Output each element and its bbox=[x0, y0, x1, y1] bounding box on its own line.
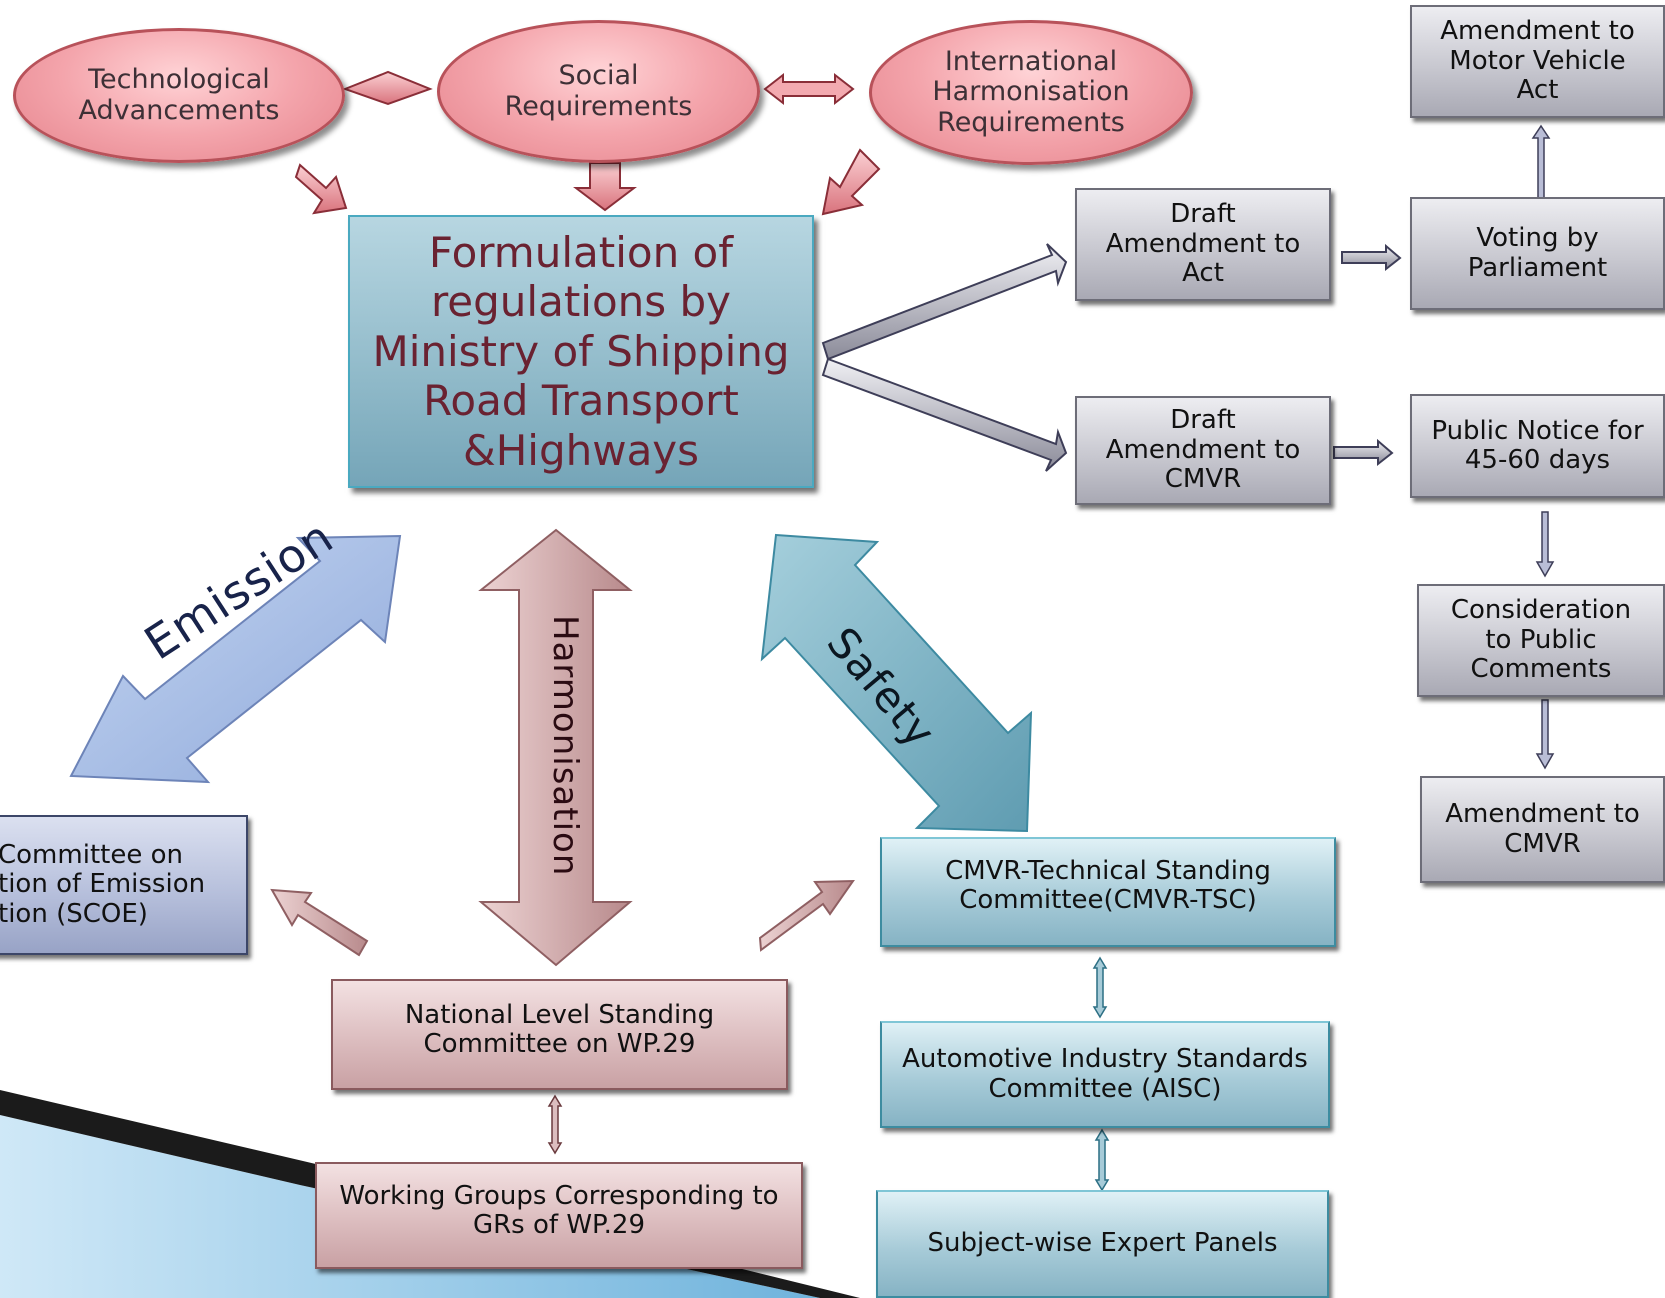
emission-arrow bbox=[69, 534, 402, 784]
technological-advancements-node: Technological Advancements bbox=[13, 28, 345, 163]
working-groups-box: Working Groups Corresponding to GRs of W… bbox=[315, 1162, 803, 1269]
arrow-wp29-to-scoe bbox=[270, 888, 369, 957]
harmonisation-arrow bbox=[478, 528, 633, 967]
cmvr-tsc-box: CMVR-Technical Standing Committee(CMVR-T… bbox=[880, 837, 1336, 947]
arrow-wp29-working-groups bbox=[547, 1094, 563, 1155]
consideration-public-comments-box: Consideration to Public Comments bbox=[1417, 584, 1665, 697]
formulation-of-regulations-box: Formulation of regulations by Ministry o… bbox=[348, 215, 814, 488]
arrow-consideration-to-amendment bbox=[1535, 699, 1555, 770]
arrow-aisc-expert-panels bbox=[1094, 1128, 1110, 1192]
social-requirements-node: Social Requirements bbox=[437, 20, 760, 163]
draft-amendment-act-box: Draft Amendment to Act bbox=[1075, 188, 1331, 301]
scoe-committee-box: Committee on tion of Emission tion (SCOE… bbox=[0, 815, 248, 955]
arrow-draft-cmvr-to-notice bbox=[1333, 438, 1394, 467]
double-arrow-social-international bbox=[763, 72, 855, 106]
amendment-motor-vehicle-act-box: Amendment to Motor Vehicle Act bbox=[1410, 5, 1665, 118]
aisc-box: Automotive Industry Standards Committee … bbox=[880, 1021, 1330, 1128]
arrow-tech-to-main bbox=[294, 163, 348, 215]
expert-panels-box: Subject-wise Expert Panels bbox=[876, 1190, 1329, 1298]
arrow-tsc-aisc bbox=[1092, 956, 1108, 1019]
voting-by-parliament-box: Voting by Parliament bbox=[1410, 197, 1665, 310]
international-harmonisation-node: International Harmonisation Requirements bbox=[869, 20, 1193, 165]
arrow-voting-to-mva bbox=[1531, 124, 1551, 199]
public-notice-box: Public Notice for 45-60 days bbox=[1410, 394, 1665, 498]
arrow-social-to-main bbox=[573, 162, 637, 212]
arrow-main-to-draft-act bbox=[821, 243, 1068, 361]
double-arrow-tech-social bbox=[342, 70, 433, 106]
national-wp29-committee-box: National Level Standing Committee on WP.… bbox=[331, 979, 788, 1090]
harmonisation-label: Harmonisation bbox=[545, 615, 585, 877]
arrow-main-to-draft-cmvr bbox=[821, 357, 1068, 472]
amendment-cmvr-box: Amendment to CMVR bbox=[1420, 776, 1665, 883]
arrow-international-to-main bbox=[821, 148, 881, 216]
arrow-notice-to-consideration bbox=[1535, 511, 1555, 578]
draft-amendment-cmvr-box: Draft Amendment to CMVR bbox=[1075, 396, 1331, 505]
corner-decoration bbox=[0, 1115, 820, 1298]
arrow-wp29-to-cmvr-tsc bbox=[758, 879, 855, 952]
safety-arrow bbox=[760, 533, 1033, 833]
arrow-draft-act-to-voting bbox=[1341, 243, 1402, 272]
